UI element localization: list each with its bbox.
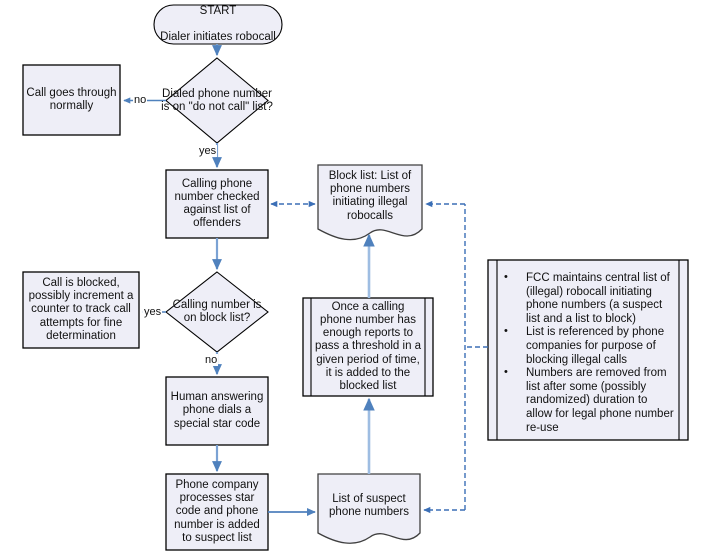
node-label-decision-block-list[interactable]: Calling number is on block list? (172, 298, 262, 324)
start-line-1: START (199, 4, 237, 17)
list-item: Numbers are removed from list after some… (500, 366, 676, 435)
node-label-call-is-blocked[interactable]: Call is blocked, possibly increment a co… (28, 276, 134, 342)
edge-label-do-not-call-yes: yes (198, 145, 218, 157)
list-item: List is referenced by phone companies fo… (500, 325, 676, 367)
node-label-suspect-list[interactable]: List of suspect phone numbers (329, 492, 409, 518)
node-label-call-goes-through[interactable]: Call goes through normally (26, 86, 117, 112)
start-line-2: Dialer initiates robocall (160, 31, 276, 44)
node-label-decision-do-not-call[interactable]: Dialed phone number is on "do not call" … (161, 87, 273, 113)
node-label-calling-number-checked[interactable]: Calling phone number checked against lis… (174, 177, 260, 230)
node-label-start[interactable]: START Dialer initiates robocall (154, 5, 282, 44)
edge-label-block-list-no: no (204, 354, 219, 366)
edge-label-block-list-yes: yes (143, 306, 163, 318)
node-label-block-list[interactable]: Block list: List of phone numbers initia… (328, 170, 412, 222)
fcc-notes-list[interactable]: FCC maintains central list of (illegal) … (500, 271, 676, 435)
edge-label-do-not-call-no: no (133, 94, 148, 106)
node-label-human-star-code[interactable]: Human answering phone dials a special st… (170, 391, 264, 430)
list-item: FCC maintains central list of (illegal) … (500, 271, 676, 326)
node-label-threshold-process[interactable]: Once a calling phone number has enough r… (314, 300, 422, 392)
node-label-phone-company-processes[interactable]: Phone company processes star code and ph… (174, 478, 260, 544)
